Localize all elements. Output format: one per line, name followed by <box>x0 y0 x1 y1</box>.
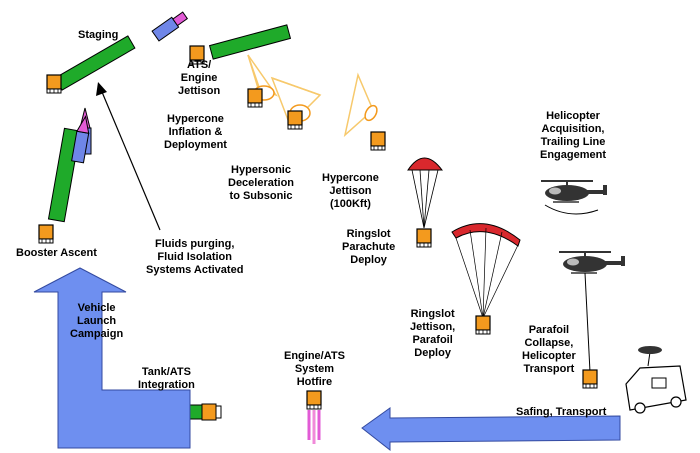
label-line: Acquisition, <box>541 123 605 135</box>
helicopter-transport-icon <box>558 251 626 274</box>
hypercone-1-module-icon <box>247 88 263 108</box>
label-line: Helicopter <box>546 110 600 122</box>
hypercone-2-module-icon <box>287 110 303 130</box>
label-hypersonic-decel: Hypersonic Deceleration to Subsonic <box>228 164 294 203</box>
label-line: Jettison <box>178 85 221 97</box>
label-line: Collapse, <box>524 337 574 349</box>
label-line: Systems Activated <box>146 264 244 276</box>
transport-module-icon <box>582 369 598 389</box>
transport-truck-icon <box>625 346 687 414</box>
label-line: Safing, Transport <box>516 406 607 418</box>
label-booster-ascent: Booster Ascent <box>16 247 97 260</box>
label-ringslot-jettison: Ringslot Jettison, Parafoil Deploy <box>410 308 455 360</box>
label-line: Vehicle <box>77 302 116 314</box>
hypercone-3-icon <box>343 72 378 138</box>
staging-ats-module-icon <box>46 74 62 94</box>
staging-upper-stage-icon <box>151 11 189 42</box>
label-parafoil-collapse: Parafoil Collapse, Helicopter Transport <box>522 324 576 376</box>
booster-stack-icon <box>47 127 81 223</box>
hotfire-plume-icon <box>307 410 321 444</box>
label-line: Parafoil <box>528 324 570 336</box>
label-line: (100Kft) <box>329 198 371 210</box>
label-line: Jettison <box>329 185 372 197</box>
label-tank-integration: Tank/ATS Integration <box>138 366 195 392</box>
label-line: Parafoil <box>412 334 453 346</box>
label-line: Deployment <box>164 139 227 151</box>
label-line: Ringslot <box>346 228 391 240</box>
label-line: Hypercone <box>167 113 224 125</box>
label-line: Transport <box>523 363 575 375</box>
label-line: Hotfire <box>296 376 333 388</box>
label-ats-jettison: ATS/ Engine Jettison <box>178 59 220 98</box>
helicopter-acquisition-icon <box>540 180 608 203</box>
hypercone-jettison-module-icon <box>370 131 386 151</box>
fluids-purging-arrow-icon <box>96 82 161 231</box>
label-line: Booster Ascent <box>16 247 97 259</box>
booster-ats-module-icon <box>38 224 54 244</box>
transport-cable-icon <box>584 272 591 373</box>
label-line: Integration <box>138 379 195 391</box>
label-safing-transport: Safing, Transport <box>516 406 606 419</box>
label-ringslot-deploy: Ringslot Parachute Deploy <box>342 228 395 267</box>
label-line: Deploy <box>350 254 387 266</box>
label-helicopter-acquisition: Helicopter Acquisition, Trailing Line En… <box>540 110 606 162</box>
label-line: Fluids purging, <box>154 238 235 250</box>
label-line: Jettison, <box>410 321 456 333</box>
label-line: Deploy <box>414 347 451 359</box>
ringslot-module-icon <box>416 228 432 248</box>
ringslot-parachute-icon <box>407 157 444 229</box>
label-staging: Staging <box>78 29 118 42</box>
label-line: Campaign <box>70 328 124 340</box>
label-line: Tank/ATS <box>141 366 191 378</box>
label-line: Engine <box>180 72 218 84</box>
label-line: Inflation & <box>168 126 223 138</box>
label-vehicle-launch: Vehicle Launch Campaign <box>70 302 123 341</box>
safing-transport-arrow-icon <box>361 407 621 452</box>
label-line: System <box>294 363 335 375</box>
trailing-line-icon <box>544 204 599 215</box>
label-line: Hypersonic <box>231 164 291 176</box>
label-hypercone-jettison: Hypercone Jettison (100Kft) <box>322 172 379 211</box>
parafoil-icon <box>451 223 521 319</box>
label-engine-hotfire: Engine/ATS System Hotfire <box>284 350 345 389</box>
launch-campaign-arrow-icon <box>33 267 191 449</box>
label-line: Ringslot <box>410 308 455 320</box>
label-line: Trailing Line <box>540 136 606 148</box>
label-line: Hypercone <box>322 172 379 184</box>
staging-booster-icon <box>54 35 136 91</box>
label-line: Deceleration <box>228 177 295 189</box>
label-line: Staging <box>78 29 119 41</box>
booster-blue-stage-icon <box>71 115 90 164</box>
label-hypercone-inflation: Hypercone Inflation & Deployment <box>164 113 227 152</box>
label-line: to Subsonic <box>229 190 293 202</box>
parafoil-module-icon <box>475 315 491 335</box>
hotfire-module-icon <box>306 390 322 410</box>
label-line: Engagement <box>540 149 607 161</box>
label-line: Launch <box>77 315 117 327</box>
label-line: Parachute <box>342 241 396 253</box>
label-line: Engine/ATS <box>284 350 345 362</box>
label-line: ATS/ <box>186 59 212 71</box>
label-line: Helicopter <box>522 350 576 362</box>
label-line: Fluid Isolation <box>157 251 232 263</box>
jettison-booster-icon <box>208 24 292 60</box>
label-fluids-purging: Fluids purging, Fluid Isolation Systems … <box>146 238 243 277</box>
